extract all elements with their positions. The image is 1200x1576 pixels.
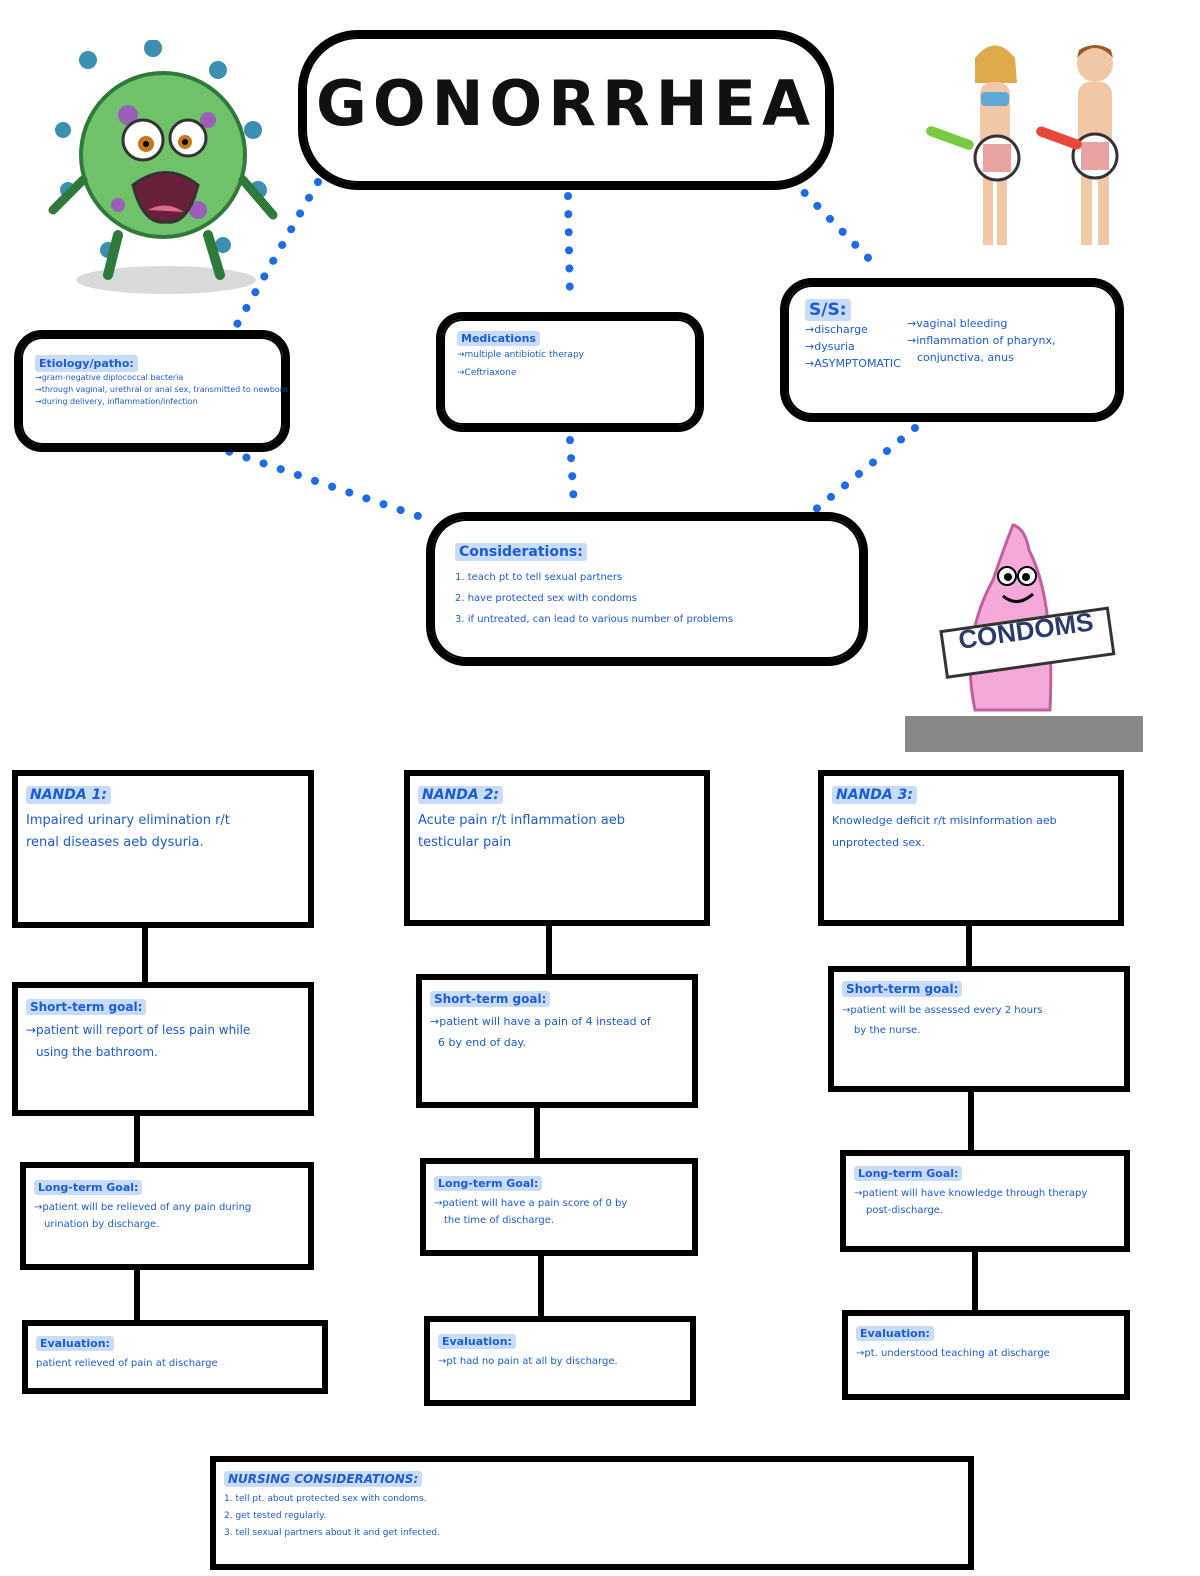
stg-1-box: Short-term goal: →patient will report of… bbox=[12, 982, 314, 1116]
sign-item: →ASYMPTOMATIC bbox=[805, 357, 901, 370]
eval-heading: Evaluation: bbox=[438, 1334, 516, 1349]
nanda-heading: NANDA 3: bbox=[832, 786, 917, 804]
stg-3-box: Short-term goal: →patient will be assess… bbox=[828, 966, 1130, 1092]
nanda-2-box: NANDA 2: Acute pain r/t inflammation aeb… bbox=[404, 770, 710, 926]
eval-1-box: Evaluation: patient relieved of pain at … bbox=[22, 1320, 328, 1394]
nanda-3-box: NANDA 3: Knowledge deficit r/t misinform… bbox=[818, 770, 1124, 926]
nursing-item: 2. get tested regularly. bbox=[224, 1511, 327, 1521]
signs-cloud: S/S: →discharge →dysuria →ASYMPTOMATIC →… bbox=[780, 278, 1124, 422]
sign-item: →vaginal bleeding bbox=[907, 317, 1008, 330]
column-1-connector bbox=[134, 1270, 140, 1322]
column-3-connector bbox=[968, 1092, 974, 1152]
eval-3-box: Evaluation: →pt. understood teaching at … bbox=[842, 1310, 1130, 1400]
eval-text: →pt. understood teaching at discharge bbox=[856, 1348, 1050, 1359]
column-1-connector bbox=[142, 928, 148, 984]
etiology-item: →gram-negative diplococcal bacteria bbox=[35, 373, 184, 382]
connector-title-medications bbox=[564, 192, 574, 304]
column-2-connector bbox=[546, 926, 552, 976]
medications-heading: Medications bbox=[457, 331, 540, 346]
stg-text: →patient will report of less pain while bbox=[26, 1023, 251, 1037]
nursing-heading: NURSING CONSIDERATIONS: bbox=[224, 1471, 423, 1487]
ltg-heading: Long-term Goal: bbox=[434, 1176, 543, 1191]
etiology-heading: Etiology/patho: bbox=[35, 355, 138, 372]
eval-2-box: Evaluation: →pt had no pain at all by di… bbox=[424, 1316, 696, 1406]
column-3-connector bbox=[966, 926, 972, 968]
nanda-text: Impaired urinary elimination r/t bbox=[26, 813, 230, 828]
ltg-3-box: Long-term Goal: →patient will have knowl… bbox=[840, 1150, 1130, 1252]
medication-item: →multiple antibiotic therapy bbox=[457, 350, 584, 360]
signs-heading: S/S: bbox=[805, 299, 851, 321]
nursing-considerations-box: NURSING CONSIDERATIONS: 1. tell pt. abou… bbox=[210, 1456, 974, 1570]
considerations-heading: Considerations: bbox=[455, 543, 587, 561]
ltg-text: →patient will have knowledge through the… bbox=[854, 1188, 1088, 1199]
ltg-text: post-discharge. bbox=[866, 1205, 944, 1216]
ltg-1-box: Long-term Goal: →patient will be relieve… bbox=[20, 1162, 314, 1270]
ltg-text: →patient will be relieved of any pain du… bbox=[34, 1202, 252, 1213]
stg-text: →patient will have a pain of 4 instead o… bbox=[430, 1015, 651, 1028]
condom-mascot-icon bbox=[905, 523, 1143, 752]
stg-2-box: Short-term goal: →patient will have a pa… bbox=[416, 974, 698, 1108]
ltg-text: urination by discharge. bbox=[44, 1219, 160, 1230]
nanda-heading: NANDA 1: bbox=[26, 786, 111, 804]
virus-icon bbox=[48, 40, 278, 294]
consideration-item: 3. if untreated, can lead to various num… bbox=[455, 614, 734, 625]
connector-etiology-considerations bbox=[191, 436, 434, 524]
stg-text: 6 by end of day. bbox=[438, 1036, 526, 1049]
column-3-connector bbox=[972, 1252, 978, 1312]
ltg-heading: Long-term Goal: bbox=[854, 1166, 963, 1181]
nanda-text: Acute pain r/t inflammation aeb bbox=[418, 813, 625, 828]
sign-item: →inflammation of pharynx, bbox=[907, 334, 1056, 347]
eval-text: →pt had no pain at all by discharge. bbox=[438, 1356, 618, 1367]
connector-title-signs bbox=[788, 176, 884, 274]
considerations-cloud: Considerations: 1. teach pt to tell sexu… bbox=[426, 512, 868, 666]
page-title: GONORRHEA bbox=[316, 67, 816, 140]
ltg-text: the time of discharge. bbox=[444, 1215, 555, 1226]
sign-item: →discharge bbox=[805, 323, 868, 336]
stg-text: by the nurse. bbox=[854, 1025, 921, 1036]
etiology-cloud: Etiology/patho: →gram-negative diplococc… bbox=[14, 330, 290, 452]
connector-medications-considerations bbox=[566, 436, 578, 509]
stg-heading: Short-term goal: bbox=[26, 999, 147, 1015]
nursing-item: 3. tell sexual partners about it and get… bbox=[224, 1528, 440, 1538]
nursing-item: 1. tell pt. about protected sex with con… bbox=[224, 1494, 427, 1504]
medication-item: →Ceftriaxone bbox=[457, 368, 517, 378]
sign-item: conjunctiva, anus bbox=[917, 351, 1014, 364]
ltg-text: →patient will have a pain score of 0 by bbox=[434, 1198, 628, 1209]
medications-cloud: Medications →multiple antibiotic therapy… bbox=[436, 312, 704, 432]
sign-item: →dysuria bbox=[805, 340, 855, 353]
etiology-item: →through vaginal, urethral or anal sex, … bbox=[35, 385, 289, 394]
nanda-text: Knowledge deficit r/t misinformation aeb bbox=[832, 814, 1057, 827]
eval-heading: Evaluation: bbox=[36, 1336, 114, 1351]
etiology-item: →during delivery, inflammation/infection bbox=[35, 397, 198, 406]
column-2-connector bbox=[534, 1108, 540, 1160]
eval-text: patient relieved of pain at discharge bbox=[36, 1358, 218, 1369]
nanda-heading: NANDA 2: bbox=[418, 786, 503, 804]
consideration-item: 2. have protected sex with condoms bbox=[455, 593, 638, 604]
ltg-heading: Long-term Goal: bbox=[34, 1180, 143, 1195]
nanda-text: renal diseases aeb dysuria. bbox=[26, 835, 204, 850]
nanda-text: testicular pain bbox=[418, 835, 512, 850]
connector-signs-considerations bbox=[811, 424, 919, 514]
stg-heading: Short-term goal: bbox=[430, 991, 551, 1007]
stg-text: →patient will be assessed every 2 hours bbox=[842, 1005, 1043, 1016]
consideration-item: 1. teach pt to tell sexual partners bbox=[455, 572, 623, 583]
ltg-2-box: Long-term Goal: →patient will have a pai… bbox=[420, 1158, 698, 1256]
column-1-connector bbox=[134, 1116, 140, 1164]
nanda-1-box: NANDA 1: Impaired urinary elimination r/… bbox=[12, 770, 314, 928]
stg-text: using the bathroom. bbox=[36, 1045, 158, 1059]
nanda-text: unprotected sex. bbox=[832, 836, 925, 849]
people-exam-icon bbox=[926, 45, 1119, 245]
eval-heading: Evaluation: bbox=[856, 1326, 934, 1341]
title-cloud: GONORRHEA bbox=[298, 30, 834, 190]
column-2-connector bbox=[538, 1256, 544, 1318]
stg-heading: Short-term goal: bbox=[842, 981, 963, 997]
